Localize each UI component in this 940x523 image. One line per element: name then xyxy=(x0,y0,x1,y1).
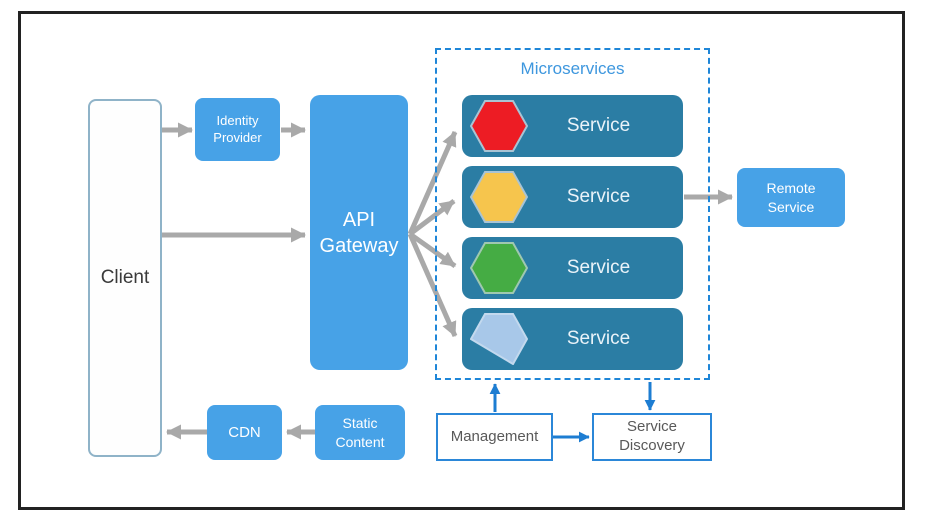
microservices-container xyxy=(435,48,710,380)
api-gateway-label: API Gateway xyxy=(319,208,399,257)
static-content-node: Static Content xyxy=(315,405,405,460)
hexagon-yellow-icon xyxy=(470,171,528,223)
service-node-4: Service xyxy=(462,308,683,370)
service-node-3: Service xyxy=(462,237,683,299)
hexagon-lightblue-icon xyxy=(470,313,528,365)
client-label: Client xyxy=(100,267,150,288)
management-node: Management xyxy=(436,413,553,461)
remote-service-label: Remote Service xyxy=(766,180,816,215)
service-label: Service xyxy=(566,328,631,349)
identity-provider-label: Identity Provider xyxy=(213,112,262,145)
service-discovery-node: Service Discovery xyxy=(592,413,712,461)
management-label: Management xyxy=(450,427,539,445)
api-gateway-node: API Gateway xyxy=(310,95,408,370)
static-content-label: Static Content xyxy=(335,415,385,450)
service-label: Service xyxy=(566,186,631,207)
service-label: Service xyxy=(566,115,631,136)
cdn-node: CDN xyxy=(207,405,282,460)
hexagon-green-icon xyxy=(470,242,528,294)
microservices-title: Microservices xyxy=(520,59,625,78)
service-node-1: Service xyxy=(462,95,683,157)
cdn-label: CDN xyxy=(228,424,261,441)
client-node: Client xyxy=(88,99,162,457)
identity-provider-node: Identity Provider xyxy=(195,98,280,161)
hexagon-red-icon xyxy=(470,100,528,152)
service-label: Service xyxy=(566,257,631,278)
service-discovery-label: Service Discovery xyxy=(619,418,685,454)
service-node-2: Service xyxy=(462,166,683,228)
remote-service-node: Remote Service xyxy=(737,168,845,227)
